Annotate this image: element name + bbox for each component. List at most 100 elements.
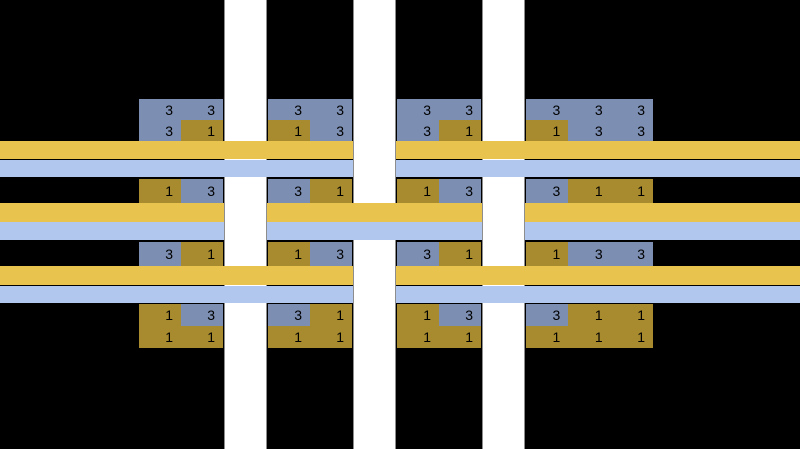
blue-band-3: [0, 286, 800, 303]
weave-cell: 1: [568, 179, 611, 203]
weave-cell: 1: [526, 326, 569, 348]
weave-cell: 3: [139, 242, 181, 266]
cell-value: 3: [465, 307, 473, 323]
cell-value: 3: [552, 307, 561, 323]
cell-value: 1: [165, 329, 173, 345]
cell-value: 1: [552, 122, 561, 139]
cell-value: 3: [165, 101, 173, 118]
weave-cell: 3: [610, 120, 653, 141]
cell-value: 3: [637, 246, 645, 262]
weave-cell: 1: [181, 326, 223, 348]
weave-cell: 1: [568, 304, 611, 326]
cell-value: 1: [336, 183, 344, 199]
cell-value: 3: [552, 101, 561, 118]
cell-value: 1: [637, 307, 645, 323]
cell-value: 3: [552, 183, 561, 199]
cell-value: 3: [336, 101, 344, 118]
weave-cell: 1: [268, 242, 310, 266]
gold-band-1: [0, 141, 800, 159]
cell-value: 3: [423, 101, 431, 118]
weave-cell: 3: [139, 120, 181, 141]
cell-value: 1: [336, 329, 344, 345]
weave-cell: 3: [439, 99, 481, 120]
cell-value: 1: [165, 183, 173, 199]
cell-value: 3: [423, 122, 431, 139]
cell-value: 1: [207, 329, 215, 345]
weave-cell: 1: [181, 120, 223, 141]
weave-cell: 3: [268, 99, 310, 120]
cell-value: 1: [637, 183, 645, 199]
cell-value: 3: [207, 183, 215, 199]
cell-value: 1: [423, 329, 431, 345]
cell-value: 1: [423, 183, 431, 199]
weave-cell: 1: [139, 304, 181, 326]
weave-cell: 1: [439, 326, 481, 348]
cell-value: 3: [294, 307, 302, 323]
cell-value: 1: [294, 122, 302, 139]
weave-cell: 3: [310, 242, 352, 266]
weave-cell: 3: [181, 179, 223, 203]
cell-value: 3: [637, 122, 645, 139]
cell-value: 3: [207, 307, 215, 323]
weave-cell: 1: [439, 242, 481, 266]
weave-cell: 3: [526, 179, 569, 203]
cell-value: 3: [465, 101, 473, 118]
weave-cell: 1: [439, 120, 481, 141]
weave-cell: 1: [268, 120, 310, 141]
weave-cell: 1: [139, 326, 181, 348]
cell-value: 3: [336, 122, 344, 139]
cell-value: 3: [165, 122, 173, 139]
gold-band-3: [0, 266, 800, 285]
cell-value: 1: [294, 329, 302, 345]
weave-cell: 3: [439, 179, 481, 203]
cell-value: 1: [637, 329, 645, 345]
cell-value: 1: [465, 246, 473, 262]
weave-cell: 1: [526, 120, 569, 141]
cell-value: 1: [465, 329, 473, 345]
weave-cell: 3: [526, 304, 569, 326]
cell-value: 1: [336, 307, 344, 323]
weave-cell: 3: [568, 99, 611, 120]
cell-value: 1: [552, 246, 561, 262]
weave-cell: 3: [181, 304, 223, 326]
weave-cell: 1: [310, 326, 352, 348]
strip-3-over-pair-2: [482, 203, 525, 240]
cell-value: 1: [207, 246, 215, 262]
cell-value: 3: [207, 101, 215, 118]
cell-value: 1: [465, 122, 473, 139]
cell-value: 1: [552, 329, 561, 345]
cell-value: 1: [594, 329, 603, 345]
cell-value: 1: [294, 246, 302, 262]
weave-cell: 3: [568, 242, 611, 266]
weave-cell: 1: [526, 242, 569, 266]
strip-2-over-pair-3: [353, 266, 396, 303]
cell-value: 3: [594, 101, 603, 118]
row-D-line-2: 1 1 1: [526, 326, 653, 348]
